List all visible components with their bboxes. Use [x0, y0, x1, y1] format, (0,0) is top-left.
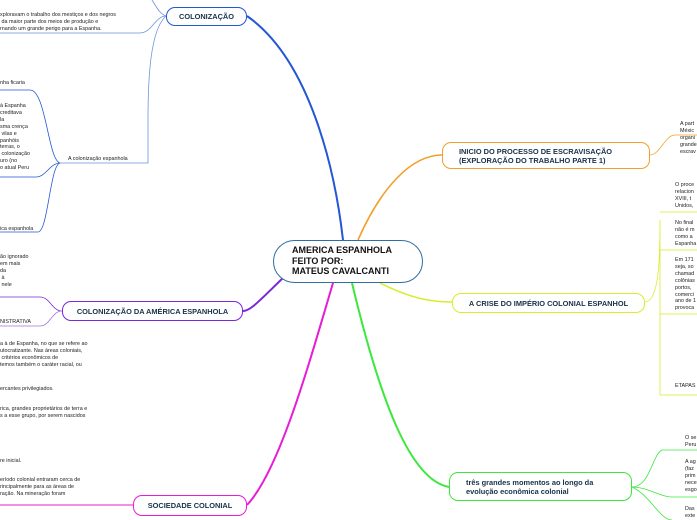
subtopic-text-periodo-colonial: eríodo colonial entraram cerca de rincip… [0, 477, 81, 497]
subtopic-text-administrativa: NISTRATIVA [0, 319, 31, 325]
connector-sociedade [246, 282, 334, 506]
subtopic-text-inicial: re inicial. [0, 458, 22, 464]
subtopic-text-proprietarios: rica, grandes proprietários de terra e s… [0, 406, 88, 419]
connector-colonizacao-detail [0, 15, 167, 34]
connector-tres-momentos [351, 282, 450, 488]
connector-espanhola-ficaria [0, 89, 61, 164]
subtopic-a-colonizacao-espanhola[interactable]: A colonização espanhola [68, 156, 128, 162]
connector-tres-r7 [631, 486, 697, 498]
subtopic-text-espanha-autocratizante: a à de Espanha, no que se refere ao utoc… [0, 341, 88, 368]
subtopic-text-exploracao: xploravam o trabalho dos mestiços e dos … [0, 12, 116, 32]
connector-espanhola-detail [0, 162, 61, 178]
connector-america-detail [0, 296, 63, 312]
subtopic-text-das: Das exte [685, 506, 696, 519]
connector-tres-branch [631, 449, 697, 488]
connector-colonizacao [246, 15, 344, 241]
connector-crise [379, 282, 453, 303]
topic-colonizacao-america[interactable]: COLONIZAÇÃO DA AMÉRICA ESPANHOLA [62, 301, 243, 321]
subtopic-text-em-171: Em 171 seja, so chamad colônias portos, … [675, 257, 696, 312]
connector-tres-r8 [631, 486, 673, 520]
central-topic[interactable]: AMERICA ESPANHOLA FEITO POR: MATEUS CAVA… [273, 240, 423, 283]
subtopic-text-agricultura: A ag (faz prim nece esgo [685, 459, 697, 493]
topic-tres-momentos[interactable]: três grandes momentos ao longo da evoluç… [449, 472, 632, 501]
subtopic-text-espanha-ficaria: nha ficaria [0, 80, 25, 86]
topic-colonizacao[interactable]: COLONIZAÇÃO [166, 7, 247, 26]
subtopic-text-no-final: No final não é m como a Espanha [675, 220, 697, 247]
subtopic-text-colonial-espanhola: ica espanhola [0, 226, 34, 232]
connector-espanhola-colonial [0, 162, 61, 233]
subtopic-etapas[interactable]: ETAPAS [675, 383, 696, 389]
subtopic-text-mercantes: ercantes privilegiados. [0, 386, 54, 392]
subtopic-text-mexico: A part Méxic organi grande escrav [680, 121, 697, 155]
connector-america-admin [0, 310, 63, 327]
connector-crise-branch [644, 219, 661, 395]
subtopic-text-espanha-colonizacao: à Espanha creditava la sma crença vilas … [0, 103, 30, 172]
connector-colonizacao-top [151, 0, 167, 17]
connector-colonizacao-america [241, 275, 286, 313]
topic-sociedade-colonial[interactable]: SOCIEDADE COLONIAL [133, 495, 247, 516]
connector-inicio [357, 154, 443, 241]
subtopic-text-ignorado: ão ignorado em mais da à nele [0, 254, 29, 288]
topic-inicio-escravizacao[interactable]: INICIO DO PROCESSO DE ESCRAVISAÇÃO (EXPL… [442, 142, 650, 169]
connector-colonizacao-espanhola [60, 15, 167, 164]
topic-crise-imperio[interactable]: A CRISE DO IMPÉRIO COLONIAL ESPANHOL [452, 293, 645, 313]
subtopic-text-processo: O proce relacion XVIII, t Unidos, [675, 182, 695, 209]
subtopic-text-peru: O se Peru [685, 435, 697, 448]
connector-inicio-detail [649, 134, 697, 156]
